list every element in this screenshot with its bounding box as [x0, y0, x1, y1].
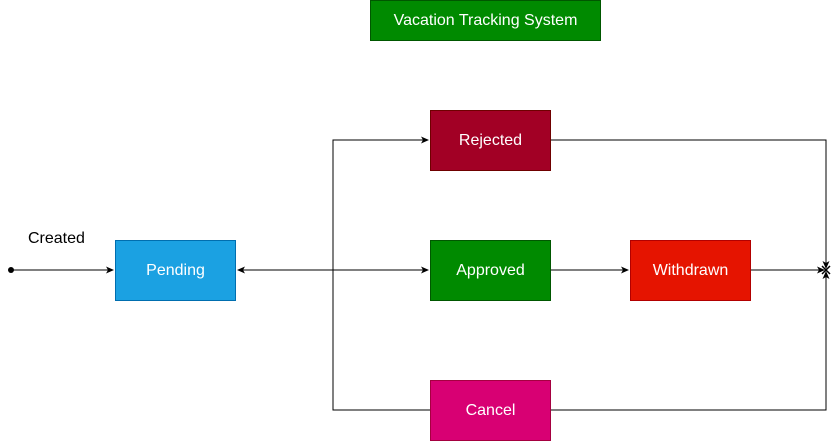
edge-pending-cancel[interactable] — [332, 270, 430, 411]
diagram-title: Vacation Tracking System — [370, 0, 601, 41]
edge-cancel-end[interactable] — [551, 271, 830, 411]
state-withdrawn-label: Withdrawn — [652, 261, 729, 279]
edge-label-created: Created — [28, 230, 85, 247]
state-pending-label: Pending — [146, 261, 205, 279]
state-withdrawn[interactable]: Withdrawn — [630, 240, 751, 301]
state-rejected[interactable]: Rejected — [430, 110, 551, 171]
diagram-title-text: Vacation Tracking System — [393, 11, 578, 29]
final-state-marker — [821, 265, 831, 275]
state-pending[interactable]: Pending — [115, 240, 236, 301]
state-cancel[interactable]: Cancel — [430, 380, 551, 441]
state-cancel-label: Cancel — [465, 401, 516, 419]
state-rejected-label: Rejected — [458, 131, 523, 149]
edge-pending-rejected[interactable] — [332, 136, 429, 270]
edge-rejected-end[interactable] — [551, 139, 830, 269]
state-approved[interactable]: Approved — [430, 240, 551, 301]
state-approved-label: Approved — [456, 261, 525, 279]
